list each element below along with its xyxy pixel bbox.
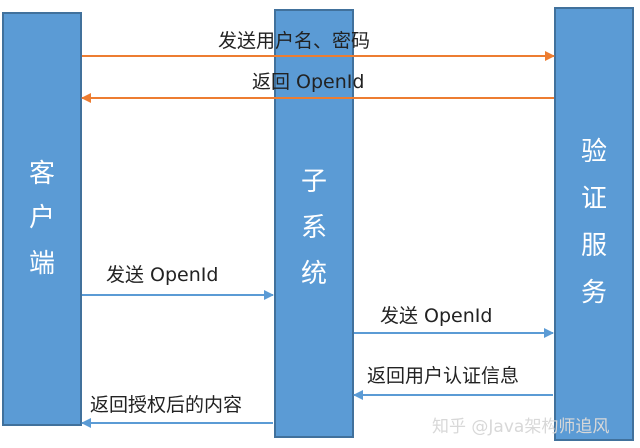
client-lifeline <box>2 12 82 426</box>
auth-service-label: 验 证 服 务 <box>581 137 607 308</box>
client-char: 端 <box>29 249 55 279</box>
subsystem-lifeline <box>274 9 354 438</box>
client-label: 客 户 端 <box>29 159 55 279</box>
message-label: 发送用户名、密码 <box>218 30 370 52</box>
client-char: 户 <box>29 203 55 233</box>
auth-service-char: 服 <box>581 231 607 261</box>
message-label: 发送 OpenId <box>106 264 218 286</box>
subsystem-label: 子 系 统 <box>301 167 327 289</box>
message-label: 发送 OpenId <box>380 305 492 327</box>
auth-service-char: 务 <box>581 278 607 308</box>
auth-service-lifeline <box>554 7 634 441</box>
auth-service-char: 验 <box>581 137 607 167</box>
message-label: 返回 OpenId <box>252 71 364 93</box>
message-label: 返回用户认证信息 <box>367 365 519 387</box>
message-label: 返回授权后的内容 <box>90 394 242 416</box>
client-char: 客 <box>29 159 55 189</box>
subsystem-char: 系 <box>301 213 327 243</box>
watermark: 知乎 @Java架构师追风 <box>432 417 609 437</box>
subsystem-char: 统 <box>301 259 327 289</box>
auth-service-char: 证 <box>581 184 607 214</box>
subsystem-char: 子 <box>301 167 327 197</box>
